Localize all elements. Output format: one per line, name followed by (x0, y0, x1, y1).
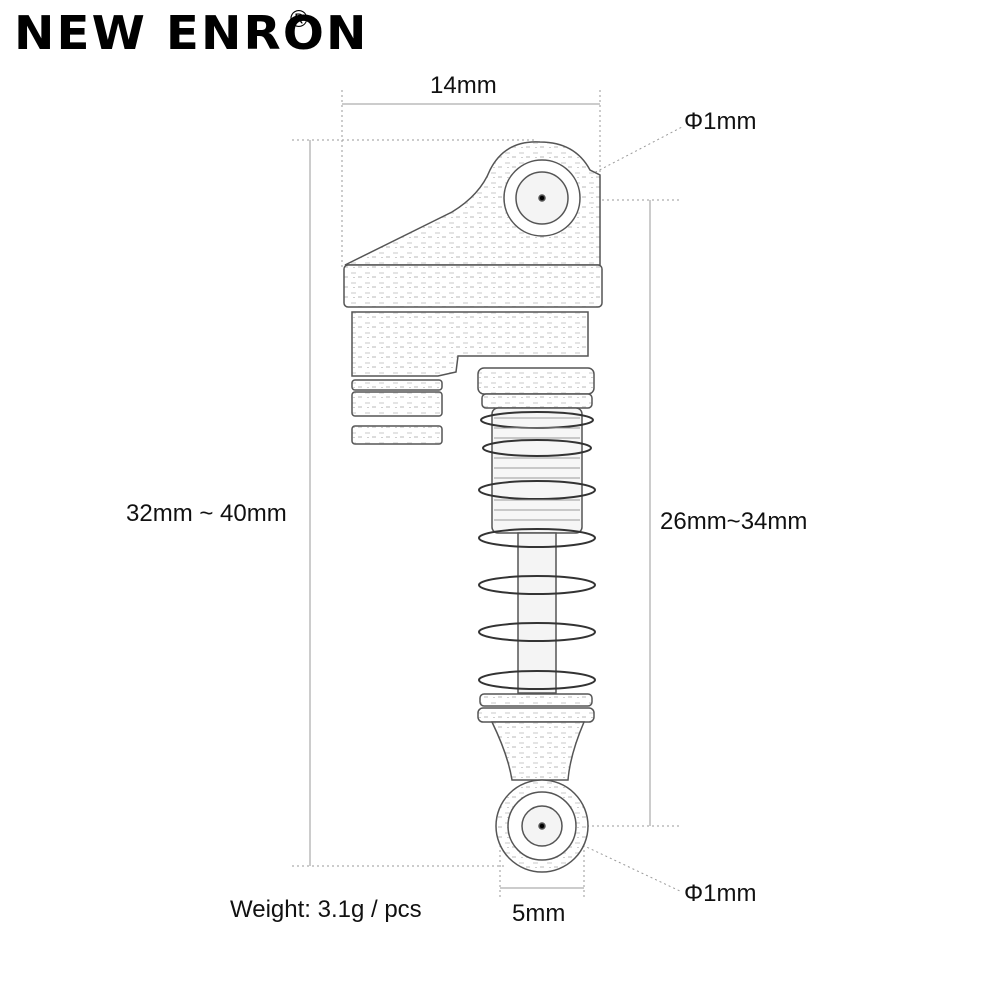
reservoir-ring-1 (351, 379, 443, 391)
spring-seat-2 (477, 707, 595, 723)
reservoir-block (351, 311, 589, 377)
lower-mount (490, 721, 586, 781)
top-cap (343, 264, 603, 308)
top-hole (538, 194, 546, 202)
reservoir-ring-2 (351, 391, 443, 417)
label-bottom-width: 5mm (512, 900, 566, 927)
bottom-hole (538, 822, 546, 830)
brand-logo: NEW ENRON (14, 6, 369, 60)
label-top-width: 14mm (430, 72, 497, 99)
spring-seat (479, 693, 593, 707)
shock-body (343, 141, 603, 873)
reservoir-ring-3 (351, 425, 443, 445)
label-weight: Weight: 3.1g / pcs (230, 896, 422, 923)
body-collar (477, 367, 595, 395)
label-overall-length: 32mm ~ 40mm (126, 500, 287, 527)
threads (494, 417, 580, 521)
body-collar-2 (481, 393, 593, 409)
shaft (517, 532, 557, 694)
label-top-hole: Φ1mm (684, 108, 757, 135)
registered-mark: ® (290, 6, 308, 33)
label-bottom-hole: Φ1mm (684, 880, 757, 907)
label-eye-to-eye: 26mm~34mm (660, 508, 808, 535)
